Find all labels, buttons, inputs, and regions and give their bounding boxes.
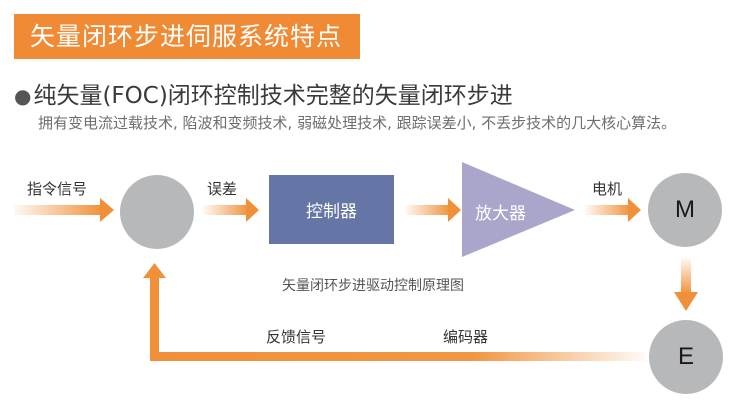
arrow-motor-to-encoder — [674, 258, 698, 311]
feature-heading-text: 纯矢量(FOC)闭环控制技术完整的矢量闭环步进 — [33, 83, 513, 109]
feature-description: 拥有变电流过载技术, 陷波和变频技术, 弱磁处理技术, 跟踪误差小, 不丢步技术… — [38, 114, 677, 132]
encoder-circle: E — [649, 320, 723, 394]
arrow-motor-line — [585, 198, 641, 222]
controller-label: 控制器 — [306, 202, 357, 222]
bullet-icon: ● — [14, 84, 32, 108]
controller-block: 控制器 — [269, 175, 394, 244]
summing-junction-circle — [120, 175, 194, 249]
label-feedback-signal: 反馈信号 — [266, 328, 327, 346]
motor-label: M — [675, 196, 695, 223]
section-title-banner: 矢量闭环步进伺服系统特点 — [14, 14, 360, 59]
arrow-feedback-loop — [143, 263, 645, 361]
label-encoder: 编码器 — [443, 328, 489, 346]
label-error: 误差 — [207, 180, 238, 198]
diagram-caption: 矢量闭环步进驱动控制原理图 — [282, 278, 464, 294]
motor-circle: M — [648, 173, 722, 247]
encoder-block-label: E — [677, 343, 694, 370]
label-motor-line: 电机 — [592, 180, 623, 198]
arrow-controller-to-amplifier — [405, 198, 461, 222]
feature-heading: ●纯矢量(FOC)闭环控制技术完整的矢量闭环步进 — [14, 76, 513, 110]
arrow-error — [203, 198, 259, 222]
arrow-command-signal — [14, 198, 114, 222]
label-command-signal: 指令信号 — [27, 180, 88, 198]
amplifier-label: 放大器 — [475, 204, 526, 224]
amplifier-triangle — [462, 162, 575, 257]
